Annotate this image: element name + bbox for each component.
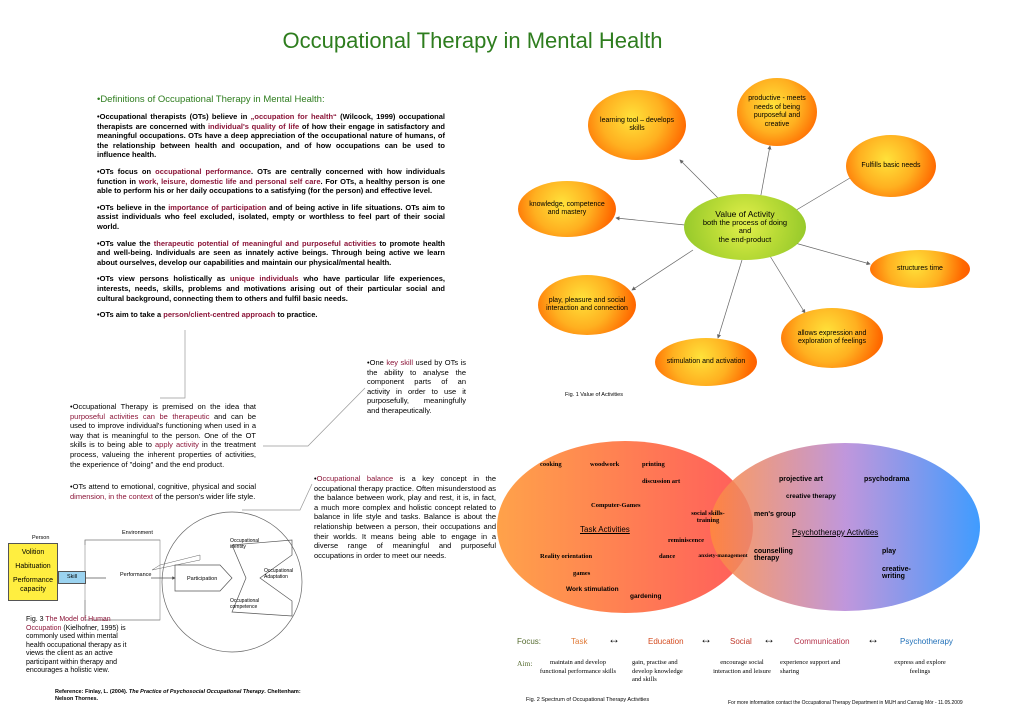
spectrum-item: gardening (630, 593, 662, 600)
value-node-productive: productive - meets needs of being purpos… (737, 78, 817, 146)
spectrum-item: printing (642, 461, 665, 468)
page-title: Occupational Therapy in Mental Health (282, 28, 663, 53)
aim-item-psychotherapy: express and explore feelings (894, 659, 946, 675)
value-node-expression: allows expression and exploration of fee… (781, 308, 883, 368)
spectrum-item: creative therapy (786, 493, 836, 500)
task-activities-heading: Task Activities (580, 525, 630, 534)
focus-item-psychotherapy: Psychotherapy (900, 637, 953, 646)
spectrum-item: Work stimulation (566, 586, 619, 593)
moho-caption: Fig. 3 The Model of Human Occupation (Ki… (26, 616, 127, 674)
definition-paragraph-2: •OTs focus on occupational performance. … (97, 166, 445, 196)
key-skill-text: •One key skill used by OTs is the abilit… (367, 358, 466, 415)
spectrum-item: anxiety-management (698, 553, 748, 559)
aim-item-education: gain, practise and develop knowledge and… (632, 659, 683, 683)
definitions-section: •Definitions of Occupational Therapy in … (97, 94, 445, 327)
aim-item-social: encourage social interaction and leisure (713, 659, 771, 675)
spectrum-item: reminiscence (668, 537, 704, 544)
definitions-heading: •Definitions of Occupational Therapy in … (97, 94, 325, 105)
skill-box: Skill (58, 571, 86, 584)
aim-item-task: maintain and develop functional performa… (539, 659, 617, 675)
aim-item-communication: experience support and sharing (780, 659, 841, 675)
premise-text: •Occupational Therapy is premised on the… (70, 402, 256, 469)
spectrum-item: discussion art (642, 478, 681, 485)
focus-item-social: Social (730, 637, 752, 646)
psychotherapy-activities-heading: Psychotherapy Activities (792, 528, 879, 537)
occupational-adaptation-label: Occupational Adaptation (264, 568, 294, 580)
focus-label: Focus: (517, 637, 542, 646)
definition-paragraph-3: •OTs believe in the importance of partic… (97, 202, 445, 231)
spectrum-item: psychodrama (864, 476, 910, 483)
occupational-identity-label: Occupational identity (230, 538, 260, 550)
person-components-box: Volition Habituation Performance capacit… (8, 543, 58, 601)
value-node-knowledge: knowledge, competence and mastery (518, 181, 616, 237)
spectrum-item: men's group (754, 511, 796, 518)
value-node-stimulation: stimulation and activation (655, 338, 757, 386)
spectrum-item: Computer-Games (591, 502, 641, 509)
focus-item-education: Education (648, 637, 684, 646)
occupational-balance-text: •Occupational balance is a key concept i… (314, 474, 497, 560)
participation-label: Participation (187, 576, 218, 582)
spectrum-item: Reality orientation (540, 553, 593, 560)
spectrum-item: dance (659, 553, 676, 560)
focus-item-task: Task (571, 637, 588, 646)
aim-label: Aim: (517, 659, 533, 668)
footer-text: For more information contact the Occupat… (728, 700, 963, 706)
value-map-caption: Fig. 1 Value of Activities (565, 392, 623, 398)
occupational-competence-label: Occupational competence (230, 598, 260, 610)
habituation-label: Habituation (15, 563, 51, 570)
bidirectional-arrow-icon: ↔ (867, 632, 879, 646)
value-node-learning-tool: learning tool – develops skills (588, 90, 686, 160)
emotional-text: •OTs attend to emotional, cognitive, phy… (70, 482, 256, 501)
person-label: Person (32, 535, 50, 541)
value-node-structures-time: structures time (870, 250, 970, 288)
spectrum-item: creative-writing (882, 566, 911, 580)
reference-text: Reference: Finlay, L. (2004). The Practi… (55, 689, 301, 702)
environment-label: Environment (122, 530, 153, 536)
bidirectional-arrow-icon: ↔ (700, 632, 712, 646)
volition-label: Volition (21, 549, 45, 556)
spectrum-item: play (882, 548, 897, 555)
performance-label: Performance (120, 572, 152, 578)
spectrum-item: social skills-training (691, 510, 725, 524)
spectrum-item: cooking (540, 461, 562, 468)
spectrum-caption: Fig. 2 Spectrum of Occupational Therapy … (526, 697, 650, 703)
value-node-play-pleasure: play, pleasure and social interaction an… (538, 275, 636, 335)
spectrum-item: woodwork (590, 461, 620, 468)
spectrum-item: counselling therapy (754, 548, 793, 562)
spectrum-item: projective art (779, 476, 823, 483)
performance-capacity-label: Performance capacity (12, 577, 54, 593)
value-node-basic-needs: Fulfills basic needs (846, 135, 936, 197)
bidirectional-arrow-icon: ↔ (608, 632, 620, 646)
definition-paragraph-6: •OTs aim to take a person/client-centred… (97, 310, 318, 320)
spectrum-item: games (573, 570, 591, 577)
focus-item-communication: Communication (794, 637, 850, 646)
definition-paragraph-1: •Occupational therapists (OTs) believe i… (97, 112, 445, 160)
definition-paragraph-5: •OTs view persons holistically as unique… (97, 274, 445, 303)
definition-paragraph-4: •OTs value the therapeutic potential of … (97, 238, 445, 267)
bidirectional-arrow-icon: ↔ (763, 632, 775, 646)
